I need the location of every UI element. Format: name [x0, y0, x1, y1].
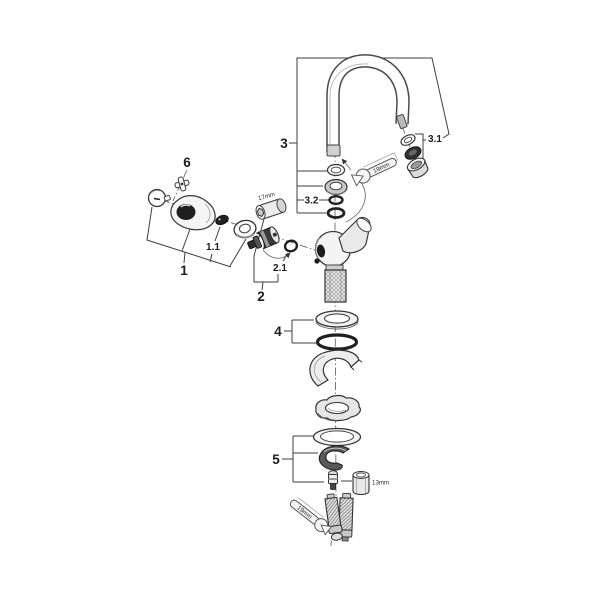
hex-socket-13 — [352, 471, 370, 496]
callout-6: 6 — [183, 155, 191, 170]
escutcheon-ring — [233, 219, 257, 239]
cartridge-oring — [283, 239, 299, 253]
callout-1-1: 1.1 — [206, 242, 220, 253]
callout-3-1: 3.1 — [428, 134, 442, 145]
bracket-group4 — [284, 319, 316, 344]
spout-bushing-ring — [326, 163, 346, 177]
body-collar — [325, 264, 344, 271]
handle-seal — [215, 214, 229, 226]
callout-3-2: 3.2 — [305, 196, 319, 207]
fixing-washer — [312, 427, 362, 447]
spout-base-collar — [326, 144, 341, 157]
fixing-crescent — [318, 445, 351, 471]
spout-insert-arrow — [341, 158, 366, 223]
base-oring — [315, 333, 359, 351]
aerator-insert — [404, 146, 422, 160]
hex-adapter-17-label: 17mm — [257, 191, 275, 202]
cartridge — [247, 226, 280, 250]
wrench-19-top: 19mm — [350, 152, 399, 187]
handle-knob — [170, 195, 216, 231]
mounting-nut — [315, 394, 362, 422]
spout-gland-bushing — [324, 178, 348, 196]
supply-hose-left — [324, 493, 343, 541]
hex-adapter-17 — [255, 198, 287, 220]
cartridge-rotation-guide — [262, 249, 291, 259]
callout-3: 3 — [280, 136, 288, 151]
wrench-19-bottom: 19mm — [289, 497, 333, 536]
bracket-group5 — [282, 435, 324, 483]
bracket-group1 — [146, 206, 247, 268]
callout-1: 1 — [180, 263, 188, 278]
callout-2-1: 2.1 — [273, 263, 287, 274]
spout — [326, 54, 410, 157]
aerator-housing — [406, 157, 429, 179]
horseshoe-spacer — [309, 349, 363, 387]
handle-cap — [147, 188, 171, 208]
bracket-group3 — [289, 57, 450, 214]
spout-oring-lower — [326, 207, 346, 219]
aerator-washer — [400, 134, 416, 146]
wrench-19-top-label: 19mm — [372, 161, 391, 175]
base-washer — [315, 310, 359, 330]
spout-oring-upper — [328, 194, 344, 205]
faucet-body — [314, 216, 372, 271]
spout-tip-band — [396, 114, 408, 130]
supply-hose-right — [338, 492, 354, 542]
hex-socket-13-label: 13mm — [372, 480, 389, 487]
callout-5: 5 — [272, 452, 280, 467]
threaded-shank — [324, 269, 347, 303]
callout-4: 4 — [274, 324, 282, 339]
handle-screw-clip — [174, 176, 190, 192]
callout-2: 2 — [257, 289, 265, 304]
fixing-screw — [328, 470, 338, 490]
